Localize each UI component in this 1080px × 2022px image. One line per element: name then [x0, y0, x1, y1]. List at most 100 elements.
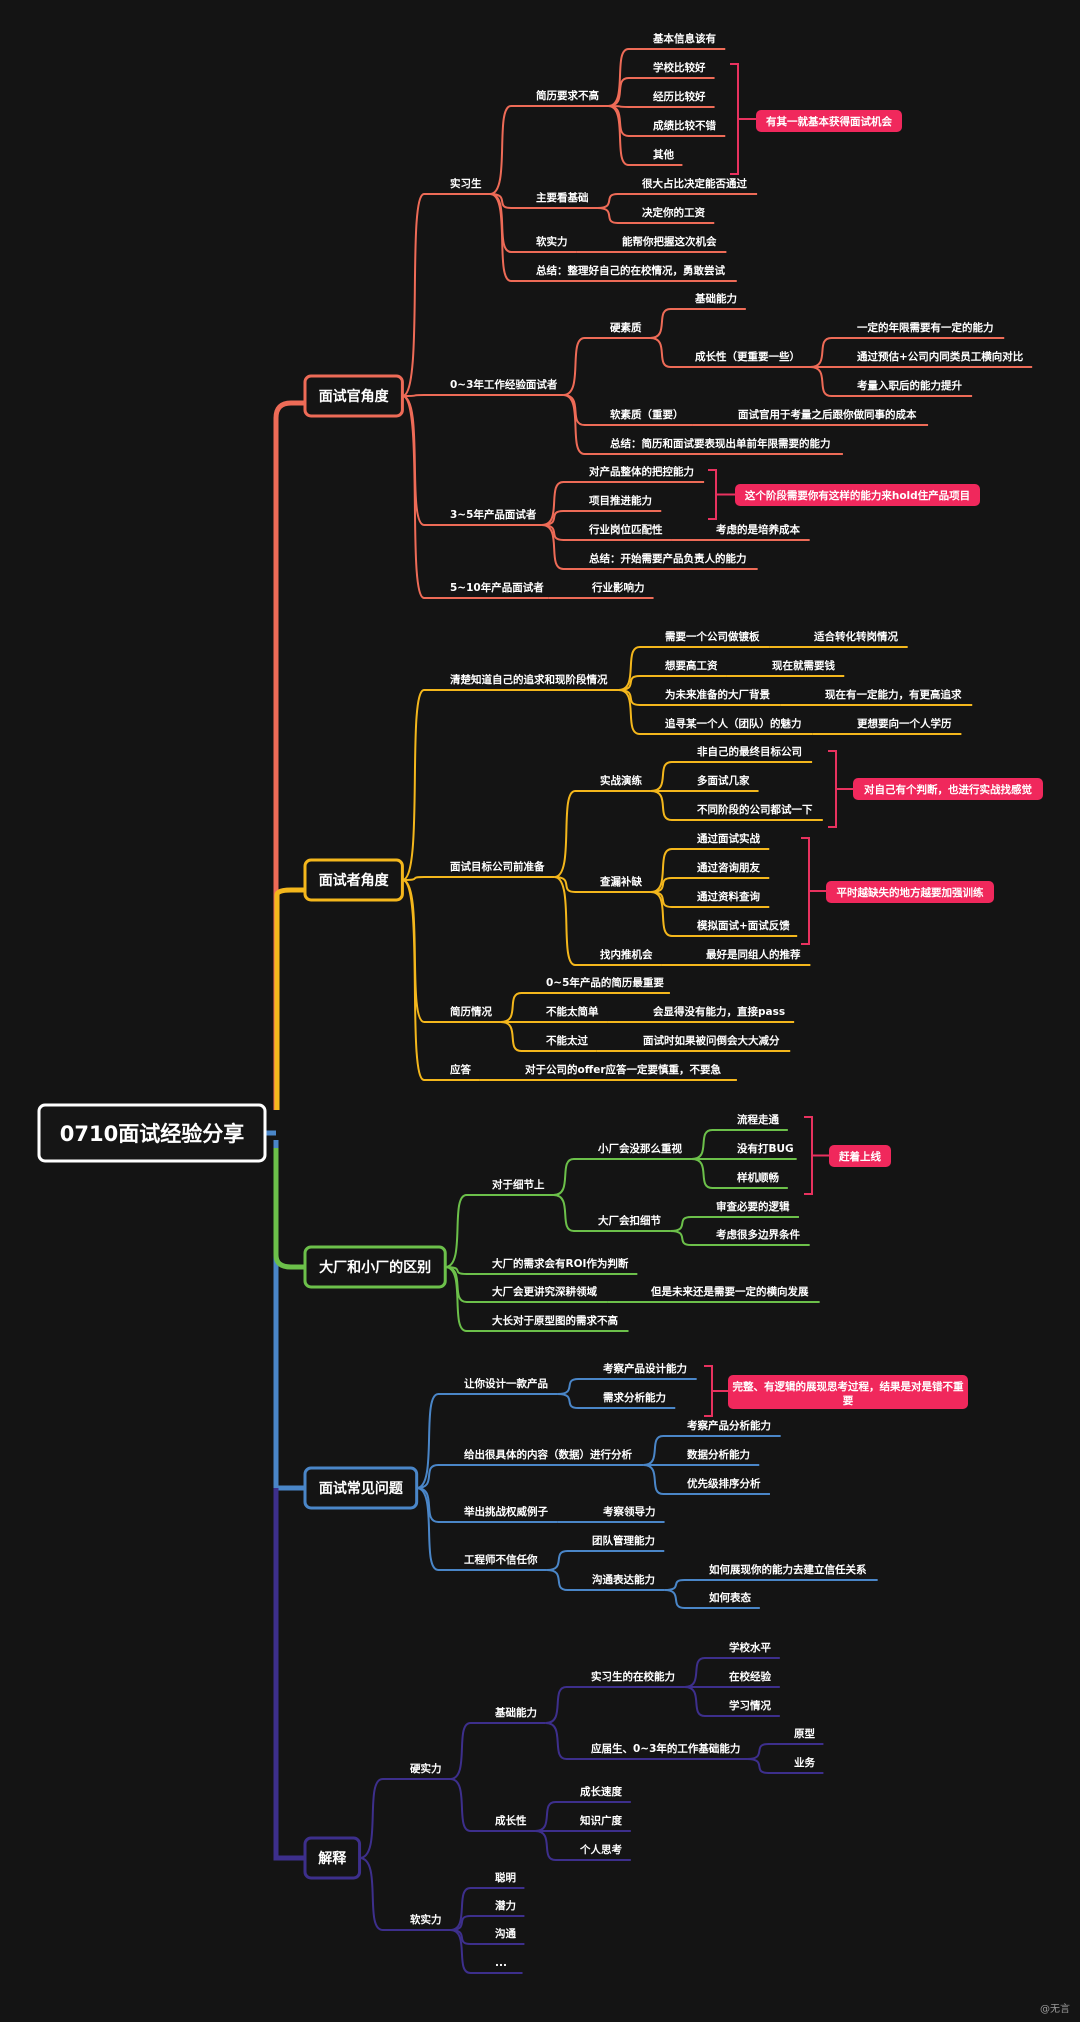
connector: [445, 1266, 488, 1332]
connector: [489, 193, 532, 282]
node-label: 非自己的最终目标公司: [697, 745, 802, 758]
node-label: 很大占比决定能否通过: [641, 177, 747, 190]
node-label: 潜力: [495, 1899, 516, 1912]
callout-note: [728, 1375, 968, 1409]
connector: [402, 876, 446, 881]
node-label: 应答: [450, 1063, 471, 1076]
node-label: 成绩比较不错: [653, 119, 716, 132]
node-label: 追寻某一个人（团队）的魅力: [665, 717, 802, 730]
callout-note: [756, 110, 902, 132]
node-label: 主要看基础: [536, 191, 589, 204]
connector-lines: [265, 48, 1033, 1974]
node-label: 实习生: [450, 177, 482, 190]
node-label: 但是未来还是需要一定的横向发展: [650, 1285, 809, 1298]
trunk-b3: [273, 1148, 305, 1270]
callout-note: [829, 1145, 891, 1167]
branch-box-解释[interactable]: [303, 1836, 362, 1880]
node-label: 为未来准备的大厂背景: [665, 688, 770, 701]
node-label: 考察领导力: [603, 1505, 656, 1518]
node-label: 5~10年产品面试者: [450, 581, 544, 594]
node-label: 更想要向一个人学历: [857, 717, 952, 730]
node-label: 能帮你把握这次机会: [622, 235, 717, 248]
node-label: 对产品整体的把控能力: [589, 465, 694, 478]
callout-text: 平时越缺失的地方越要加强训练: [837, 886, 984, 899]
watermark: @无言: [1040, 2002, 1070, 2015]
node-label: 考察产品分析能力: [687, 1419, 771, 1432]
connector: [809, 337, 853, 368]
branch-box-大厂和小厂的区别[interactable]: [303, 1245, 447, 1289]
connector: [670, 1216, 712, 1232]
node-label: 清楚知道自己的追求和现阶段情况: [450, 673, 608, 686]
connector: [608, 105, 649, 137]
connector: [747, 1758, 790, 1774]
connector: [416, 1487, 460, 1523]
node-label: 对于公司的offer应答一定要慎重，不要急: [525, 1063, 722, 1076]
connector: [449, 1778, 491, 1832]
node-label: 不能太简单: [546, 1005, 599, 1018]
node-label: 审查必要的逻辑: [716, 1200, 790, 1213]
node-label: 优先级排序分析: [687, 1477, 761, 1490]
node-label: 沟通表达能力: [592, 1573, 655, 1586]
connector: [445, 1266, 488, 1303]
callout-text: 完整、有逻辑的展现思考过程，结果是对是错不重要: [733, 1380, 964, 1407]
node-label: 聪明: [495, 1871, 516, 1884]
branch-box-面试官角度[interactable]: [303, 374, 404, 418]
callout-text: 对自己有个判断，也进行实战找感觉: [864, 783, 1032, 796]
node-label: 行业岗位匹配性: [588, 523, 663, 536]
node-label: 成长性（更重要一些）: [695, 350, 800, 363]
node-label: 业务: [794, 1756, 815, 1769]
node-label: 现在就需要钱: [772, 659, 835, 672]
node-label: 查漏补缺: [599, 875, 642, 888]
node-label: 总结：整理好自己的在校情况，勇敢尝试: [536, 264, 725, 277]
connector: [557, 1393, 599, 1409]
connector: [489, 193, 532, 253]
node-label: 大长对于原型图的需求不高: [492, 1314, 618, 1327]
connector: [643, 1435, 683, 1466]
node-label: 成长性: [495, 1814, 527, 1827]
node-label: 通过面试实战: [697, 832, 760, 845]
node-label: 硬实力: [410, 1762, 442, 1775]
node-label: 个人思考: [579, 1843, 622, 1856]
node-label: 知识广度: [580, 1814, 622, 1827]
node-label: 没有打BUG: [737, 1142, 794, 1155]
connector: [618, 689, 661, 735]
note-bracket: [801, 837, 826, 945]
note-bracket: [828, 750, 853, 828]
connector: [670, 1230, 712, 1246]
trunk-b2: [274, 887, 305, 1110]
node-label: 项目推进能力: [589, 494, 652, 507]
node-label: 硬素质: [610, 321, 642, 334]
connector: [401, 689, 446, 881]
connector: [608, 105, 649, 166]
node-label: 学习情况: [729, 1699, 771, 1712]
branch-box-面试常见问题[interactable]: [303, 1466, 419, 1510]
node-label: 工程师不信任你: [464, 1553, 538, 1566]
connector: [401, 395, 446, 599]
root-node[interactable]: 0710面试经验分享: [37, 1103, 267, 1163]
branch-label: 面试常见问题: [319, 1480, 404, 1497]
note-bracket: [708, 469, 735, 520]
connector: [650, 337, 691, 368]
connector: [449, 1722, 491, 1780]
node-label: 会显得没有能力，直接pass: [653, 1005, 785, 1018]
connector: [557, 1378, 599, 1395]
node-label: 实习生的在校能力: [591, 1670, 675, 1683]
note-bracket: [804, 1116, 829, 1195]
node-label: 对于细节上: [492, 1178, 545, 1191]
node-label: 通过资料查询: [697, 890, 760, 903]
node-label: 0~5年产品的简历最重要: [546, 976, 664, 989]
connector: [359, 1857, 406, 1931]
node-label: 大厂的需求会有ROI作为判断: [492, 1257, 629, 1270]
branch-box-面试者角度[interactable]: [303, 858, 404, 902]
connector: [650, 761, 693, 792]
callout-text: 这个阶段需要你有这样的能力来hold住产品项目: [745, 489, 970, 502]
node-label: 沟通: [495, 1927, 516, 1940]
trunk-b4: [273, 1140, 305, 1491]
node-label: 需要一个公司做镀板: [665, 630, 760, 643]
node-label: 考量入职后的能力提升: [857, 379, 962, 392]
callout-note: [853, 778, 1043, 800]
node-label: 基本信息该有: [652, 32, 716, 45]
connector: [684, 1657, 725, 1688]
connector: [489, 105, 532, 195]
node-label: 面试官用于考量之后跟你做同事的成本: [738, 408, 917, 421]
